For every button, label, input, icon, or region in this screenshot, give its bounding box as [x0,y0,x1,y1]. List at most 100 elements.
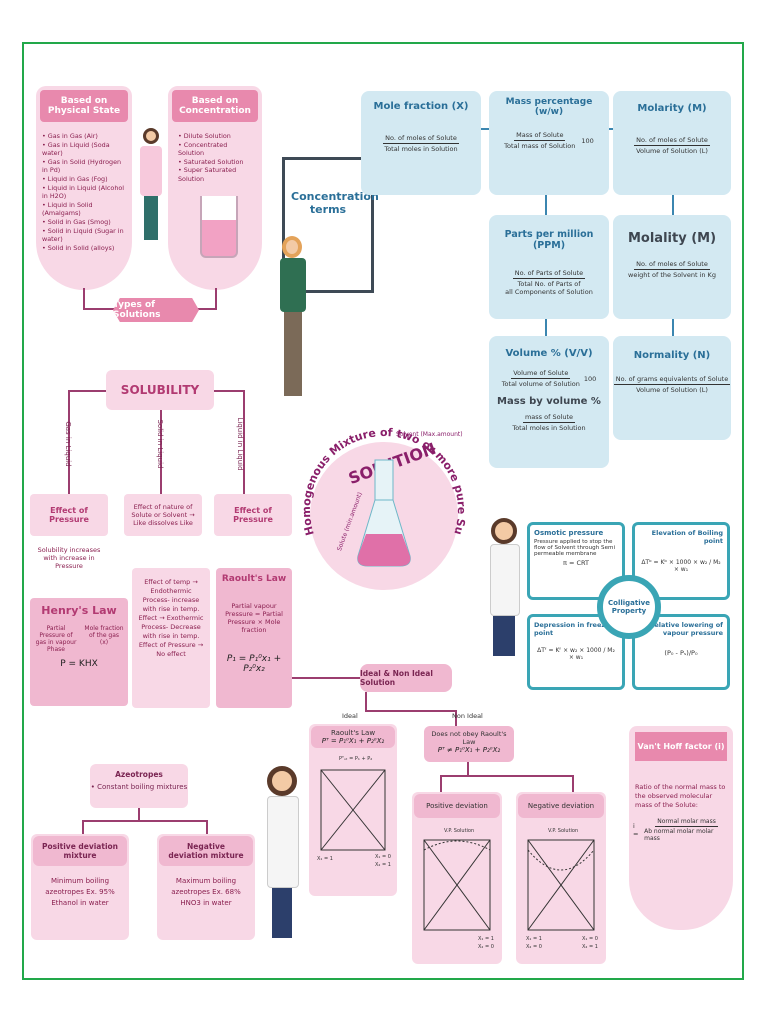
positive-deviation-mixture-card: Positive deviation mixture Minimum boili… [31,834,129,940]
scientist-boy-figure [262,766,302,956]
teacher-figure [274,236,314,406]
henrys-law-left: Partial Pressure of gas in vapour Phase [35,625,77,653]
henrys-law-title: Henry's Law [41,604,117,617]
freezing-point-card: Depression in freezing point ΔTᶠ = Kᶠ × … [527,614,625,690]
girl-figure [138,128,164,252]
fp-title: Depression in freezing point [534,621,617,637]
osmotic-title: Osmotic pressure [534,529,604,537]
positive-vp-label: V.P. Solution [444,828,474,834]
positive-deviation-card: Positive deviation V.P. Solution X₁ = 1 … [412,792,502,964]
branch-liquid-in-liquid: Liquid in Liquid [236,417,244,471]
positive-x1: X₁ = 1 [478,936,494,942]
physical-state-item: • Liquid in Solid (Amalgams) [42,200,93,218]
physical-state-item: • Solid in Liquid (Sugar in water) [42,226,124,244]
not-obey-title: Does not obey Raoult's Law [431,730,507,746]
concentration-card: Based on Concentration • Dilute Solution… [168,86,262,290]
physical-state-item: • Liquid in Gas (Fog) [42,174,108,183]
types-of-solutions-label: Types of Solutions [113,298,199,322]
flask-icon [357,459,411,567]
gas-solubility-note: Solubility increases with increase in Pr… [37,546,101,570]
vant-hoff-title: Van't Hoff factor (i) [635,732,727,761]
physical-state-card: Based on Physical State • Gas in Gas (Ai… [36,86,132,290]
mass-by-volume-title: Mass by volume % [497,396,601,407]
physical-state-item: • Gas in Solid (Hydrogen in Pd) [42,157,122,175]
raoults-law-equation: P₁ = P₁⁰x₁ + P₂⁰x₂ [226,654,282,674]
negative-deviation-title: Negative deviation [518,794,604,818]
not-obey-raoult-card: Does not obey Raoult's Law Pᵀ ≠ P₁⁰X₁ + … [424,726,514,762]
mass-percentage-title: Mass percentage (w/w) [505,97,593,117]
mole-fraction-title: Mole fraction (X) [373,101,469,112]
vp-title: Relative lowering of vapour pressure [649,621,723,637]
boiling-point-card: Elevation of Boiling point ΔTᵇ = Kᵇ × 10… [632,522,730,600]
volume-percent-title: Volume % (V/V) [505,348,593,359]
volume-percent-factor: 100 [583,374,597,383]
normality-card: Normality (N) No. of grams equivalents o… [613,336,731,440]
colligative-center: Colligative Property [594,552,664,662]
vant-hoff-lhs: i = [633,822,639,838]
molarity-title: Molarity (M) [637,103,707,114]
bp-equation: ΔTᵇ = Kᵇ × 1000 × w₂ / M₂ × w₁ [641,559,721,573]
ideal-graph-top: Pᵀₒₜ = P₁ + P₂ [339,756,372,762]
concentration-item: • Super Saturated Solution [178,166,237,183]
gas-effect-of-pressure: Effect of Pressure [30,494,108,536]
branch-gas-in-liquid: Gas in Liquid [64,421,72,467]
concentration-header: Based on Concentration [172,90,258,122]
scientist-girl-figure [484,518,524,688]
physical-state-item: • Gas in Gas (Air) [42,132,98,140]
physical-state-item: • Solid in Gas (Smog) [42,217,111,226]
raoults-law-card: Raoult's Law Partial vapour Pressure = P… [216,568,292,708]
concentration-terms-title: Concentration terms [291,190,379,216]
bp-title: Elevation of Boiling point [651,529,723,545]
beaker-icon [200,196,238,258]
ideal-raoult-header: Raoult's Law Pᵀ = P₁⁰X₁ + P₂⁰X₂ [311,726,395,748]
positive-deviation-graph: V.P. Solution X₁ = 1 X₂ = 0 [423,828,494,950]
solid-effect-nature: Effect of nature of Solute or Solvent → … [124,494,202,536]
positive-deviation-title: Positive deviation [414,794,500,818]
raoults-law-desc: Partial vapour Pressure = Partial Pressu… [225,602,283,634]
concentration-item: • Concentrated Solution [178,140,228,158]
osmotic-equation: π = CRT [562,559,590,567]
physical-state-header: Based on Physical State [40,90,128,122]
solubility-title: SOLUBILITY [106,370,214,410]
henrys-law-card: Henry's Law Partial Pressure of gas in v… [30,598,128,706]
vant-hoff-desc: Ratio of the normal mass to the observed… [635,783,726,809]
page-frame [22,42,744,980]
mass-percentage-factor: 100 [581,136,594,145]
negative-x2: X₂ = 0 [526,944,542,950]
concentration-item: • Saturated Solution [178,157,244,166]
ideal-x1: X₁ = 1 [317,856,333,862]
azeotropes-card: Azeotropes • Constant boiling mixtures [90,764,188,808]
ideal-x3: X₁ = 0 [375,854,391,860]
nonideal-label: Non Ideal [452,712,483,720]
negative-x4: X₂ = 1 [582,944,598,950]
neg-mixture-title: Negative deviation mixture [159,836,253,866]
concentration-list: • Dilute Solution• Concentrated Solution… [168,126,262,190]
ideal-raoult-card: Raoult's Law Pᵀ = P₁⁰X₁ + P₂⁰X₂ Pᵀₒₜ = P… [309,724,397,896]
azeotropes-title: Azeotropes [115,770,163,779]
pos-mixture-desc: Minimum boiling azeotropes Ex. 95% Ethan… [45,877,115,907]
liquid-effect-of-pressure: Effect of Pressure [214,494,292,536]
fp-equation: ΔTᶠ = Kᶠ × w₂ × 1000 / M₂ × w₁ [537,647,615,661]
not-obey-equation: Pᵀ ≠ P₁⁰X₁ + P₂⁰X₂ [437,746,501,754]
negative-deviation-card: Negative deviation V.P. Solution X₁ = 1 … [516,792,606,964]
ideal-label: Ideal [342,712,358,720]
osmotic-desc: Pressure applied to stop the flow of Sol… [534,539,616,557]
molality-title: Molality (M) [627,231,717,246]
ideal-x4: X₂ = 1 [375,862,391,868]
negative-deviation-graph: V.P. Solution X₁ = 1 X₂ = 0 X₁ = 0 X₂ = … [526,828,598,950]
ideal-raoult-equation: Pᵀ = P₁⁰X₁ + P₂⁰X₂ [321,737,385,745]
temperature-effect-card: Effect of temp → Endothermic Process- in… [132,568,210,708]
colligative-center-label: Colligative Property [608,599,650,615]
neg-mixture-desc: Maximum boiling azeotropes Ex. 68% HNO3 … [171,877,241,907]
physical-state-item: • Liquid in Liquid (Alcohol in H2O) [42,183,125,201]
branch-solid-in-liquid: Solid in Liquid [156,419,164,469]
